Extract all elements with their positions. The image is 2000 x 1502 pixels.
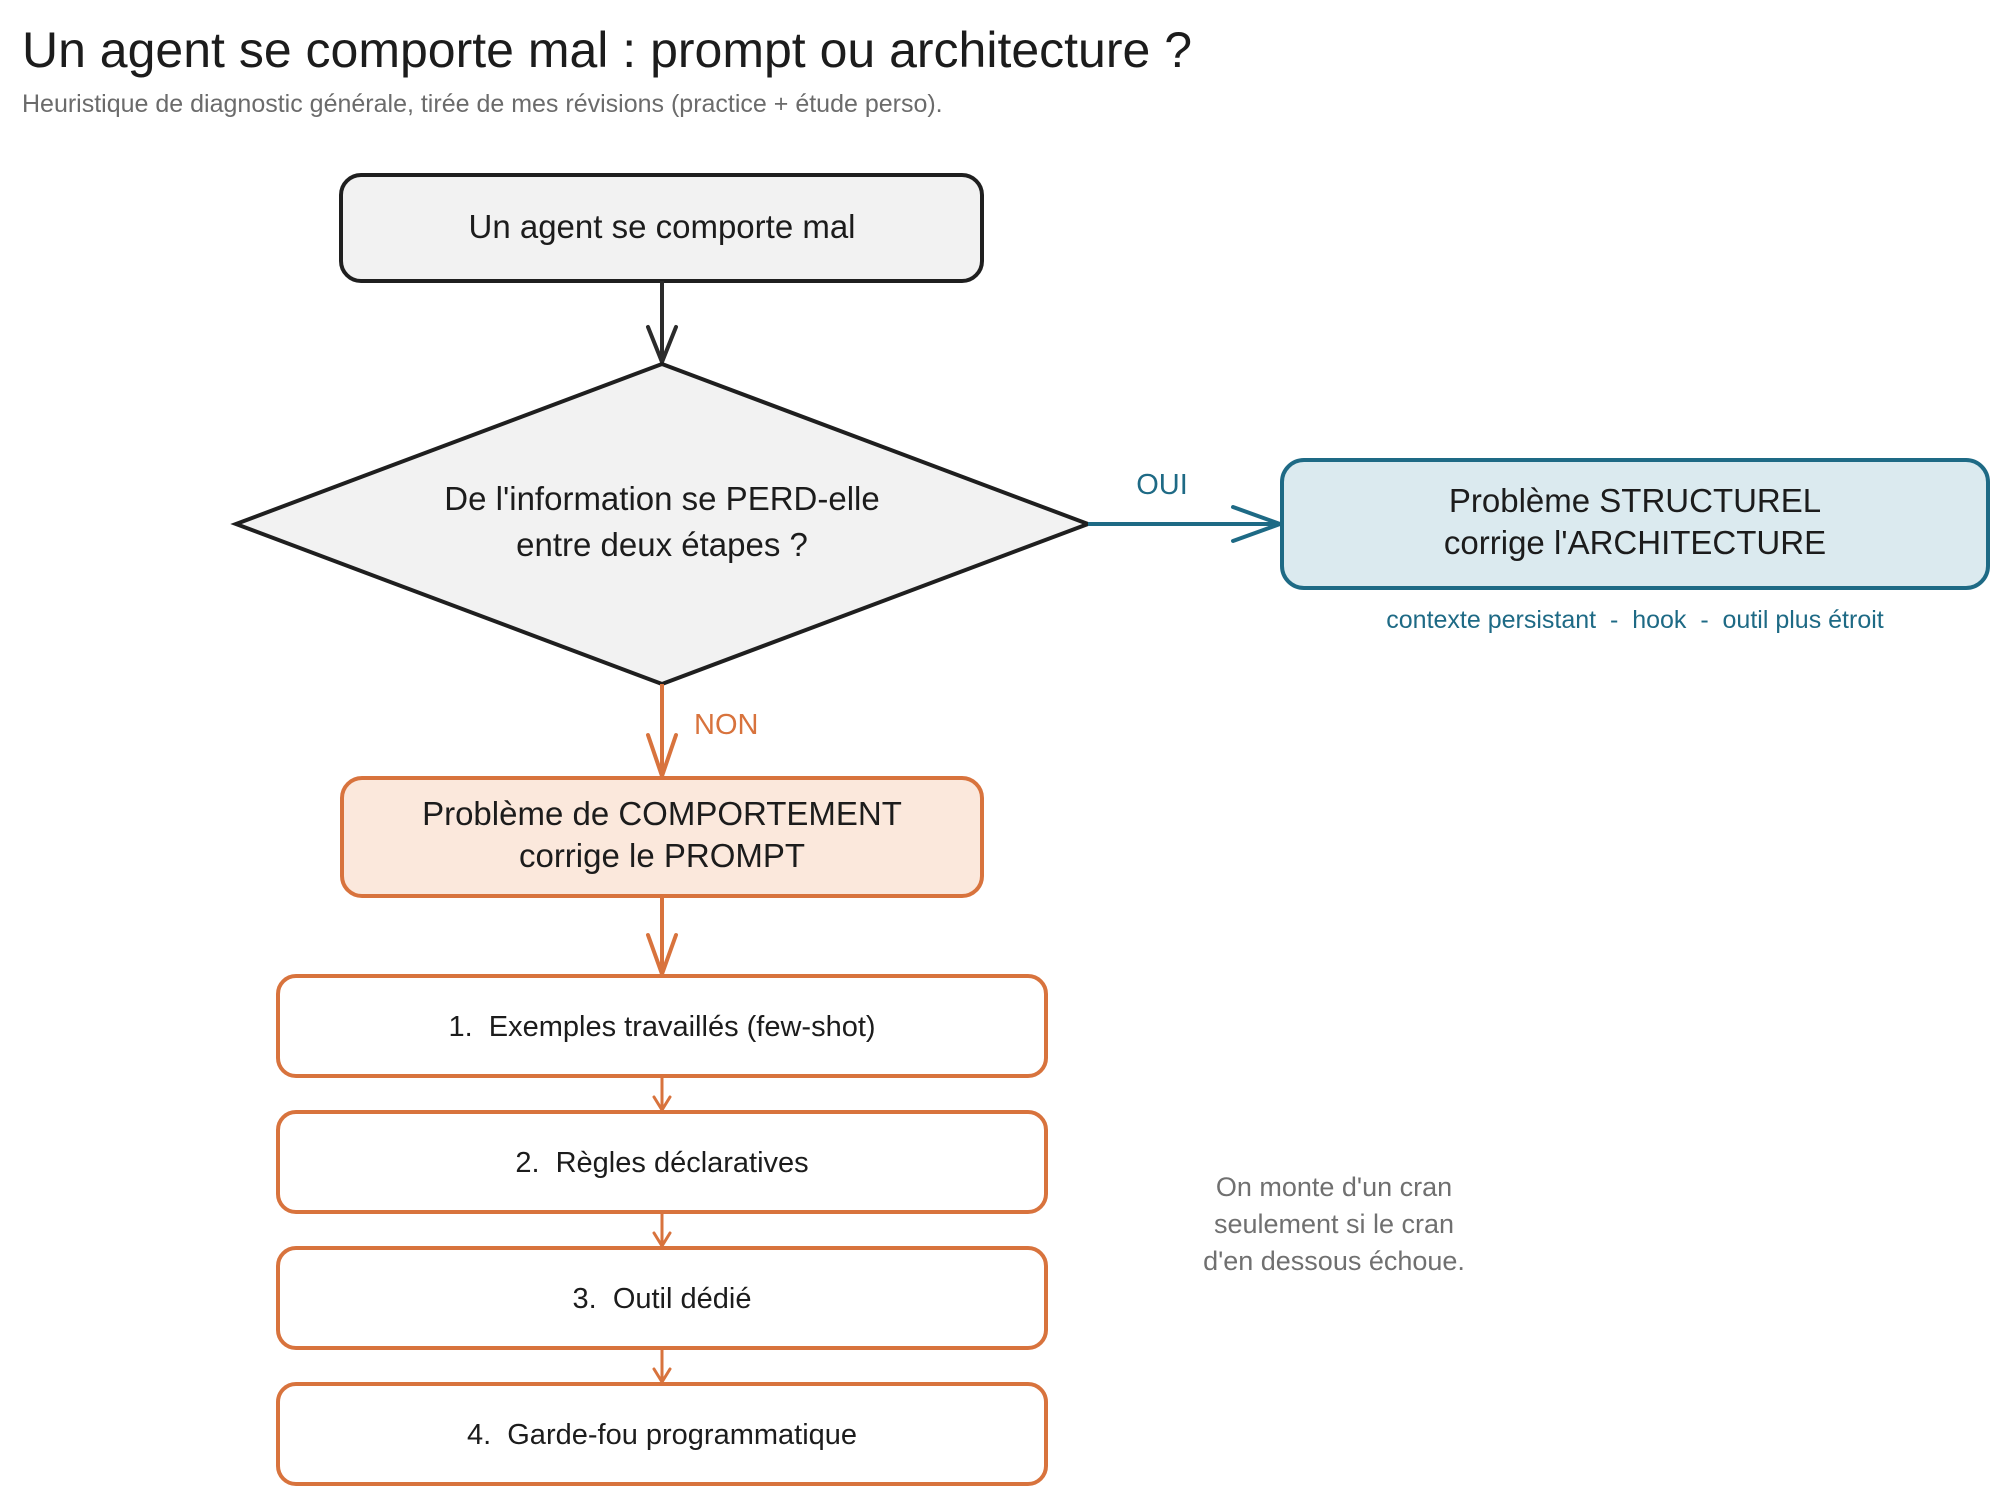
no-label: NON bbox=[694, 709, 758, 741]
step-2-label: 2. Règles déclaratives bbox=[515, 1147, 808, 1179]
step-1-label: 1. Exemples travaillés (few-shot) bbox=[448, 1011, 875, 1043]
page-title: Un agent se comporte mal : prompt ou arc… bbox=[22, 22, 1193, 78]
decision-node: De l'information se PERD-elle entre deux… bbox=[230, 361, 1094, 687]
page-subtitle: Heuristique de diagnostic générale, tiré… bbox=[22, 90, 943, 118]
structural-remedies: contexte persistant - hook - outil plus … bbox=[1386, 606, 1884, 634]
escalation-note: On monte d'un cran seulement si le cran … bbox=[1203, 1172, 1465, 1276]
arrow-step-3-to-4 bbox=[652, 1348, 672, 1384]
step-4-label: 4. Garde-fou programmatique bbox=[467, 1419, 857, 1451]
step-2: 2. Règles déclaratives bbox=[276, 1110, 1048, 1214]
structural-line-2: corrige l'ARCHITECTURE bbox=[1444, 524, 1826, 561]
yes-label: OUI bbox=[1136, 469, 1188, 501]
decision-line-1: De l'information se PERD-elle bbox=[444, 480, 879, 517]
behavior-line-1: Problème de COMPORTEMENT bbox=[422, 795, 902, 832]
structural-node: Problème STRUCTUREL corrige l'ARCHITECTU… bbox=[1280, 458, 1990, 590]
behavior-line-2: corrige le PROMPT bbox=[519, 837, 805, 874]
decision-line-2: entre deux étapes ? bbox=[516, 526, 808, 563]
step-3: 3. Outil dédié bbox=[276, 1246, 1048, 1350]
arrow-behavior-to-steps bbox=[646, 896, 678, 976]
arrow-start-to-decision bbox=[646, 281, 678, 364]
step-1: 1. Exemples travaillés (few-shot) bbox=[276, 974, 1048, 1078]
note-line-2: seulement si le cran bbox=[1214, 1209, 1454, 1239]
note-line-1: On monte d'un cran bbox=[1216, 1172, 1452, 1202]
arrow-yes: OUI bbox=[1088, 469, 1282, 543]
structural-line-1: Problème STRUCTUREL bbox=[1449, 482, 1821, 519]
step-3-label: 3. Outil dédié bbox=[573, 1283, 752, 1315]
step-4: 4. Garde-fou programmatique bbox=[276, 1382, 1048, 1486]
start-node-label: Un agent se comporte mal bbox=[468, 208, 855, 245]
note-line-3: d'en dessous échoue. bbox=[1203, 1246, 1465, 1276]
arrow-no: NON bbox=[646, 684, 758, 778]
behavior-node: Problème de COMPORTEMENT corrige le PROM… bbox=[340, 776, 984, 898]
start-node: Un agent se comporte mal bbox=[339, 173, 984, 283]
arrow-step-2-to-3 bbox=[652, 1212, 672, 1248]
arrow-step-1-to-2 bbox=[652, 1076, 672, 1112]
